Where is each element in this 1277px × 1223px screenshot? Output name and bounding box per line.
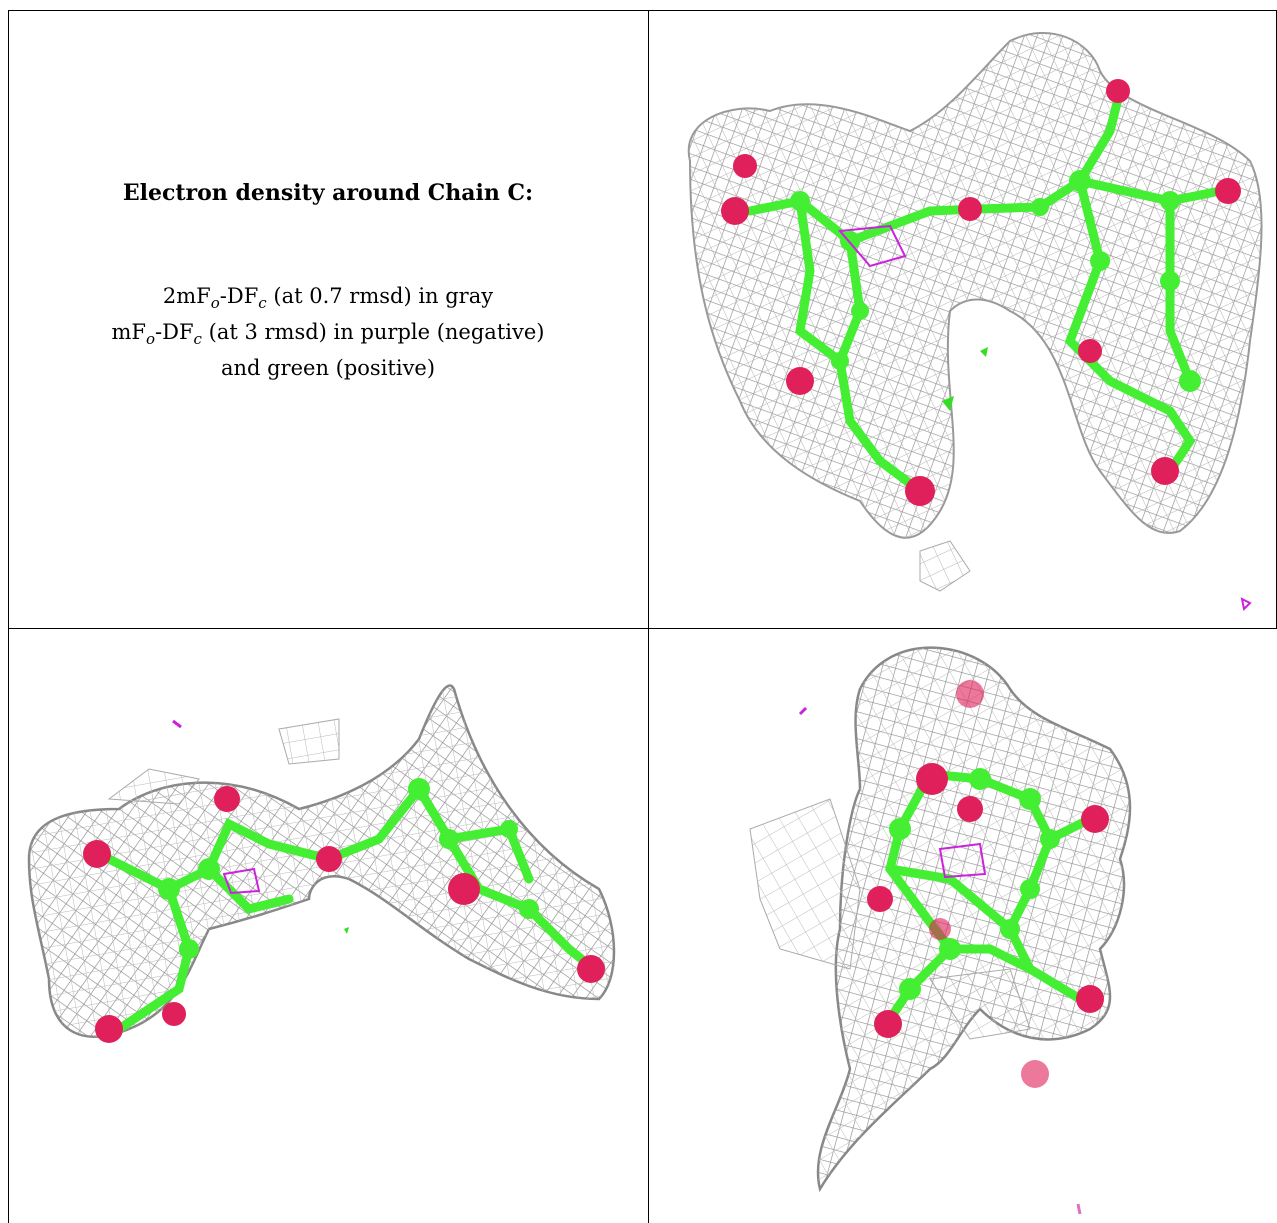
table-border-middle — [648, 10, 649, 1223]
legend-line-mfo: mFo-DFc (at 3 rmsd) in purple (negative) — [111, 320, 545, 349]
table-border-top — [8, 10, 1277, 11]
caption-legend: 2mFo-DFc (at 0.7 rmsd) in gray mFo-DFc (… — [8, 282, 648, 383]
legend-line-positive: and green (positive) — [220, 356, 436, 381]
table-border-left — [8, 10, 9, 1223]
positive-density-blob — [942, 396, 954, 411]
density-svg-top-right — [687, 32, 1263, 612]
carbon-atoms — [889, 768, 1060, 1000]
table-border-row-divider — [8, 628, 1277, 629]
caption-title: Electron density around Chain C: — [122, 180, 534, 206]
density-svg-bottom-left — [27, 684, 616, 1043]
stray-mesh — [107, 768, 200, 805]
carbon-atoms — [158, 778, 539, 959]
oxygen-atoms — [83, 786, 605, 1043]
legend-line-2mfo: 2mFo-DFc (at 0.7 rmsd) in gray — [162, 284, 494, 313]
negative-density-blob — [938, 842, 987, 879]
negative-density-blob — [837, 224, 907, 268]
oxygen-atoms — [867, 680, 1109, 1088]
oxygen-atoms — [721, 79, 1241, 506]
density-svg-bottom-right — [749, 646, 1132, 1215]
density-image-bottom-right — [650, 629, 1276, 1223]
density-image-top-right — [650, 11, 1276, 628]
negative-density-blob — [222, 867, 261, 895]
stray-mesh — [749, 798, 861, 970]
caption-cell: Electron density around Chain C: 2mFo-DF… — [8, 10, 648, 628]
density-image-bottom-left — [9, 629, 648, 1223]
stray-mesh — [919, 540, 971, 592]
carbon-atoms — [790, 170, 1201, 392]
